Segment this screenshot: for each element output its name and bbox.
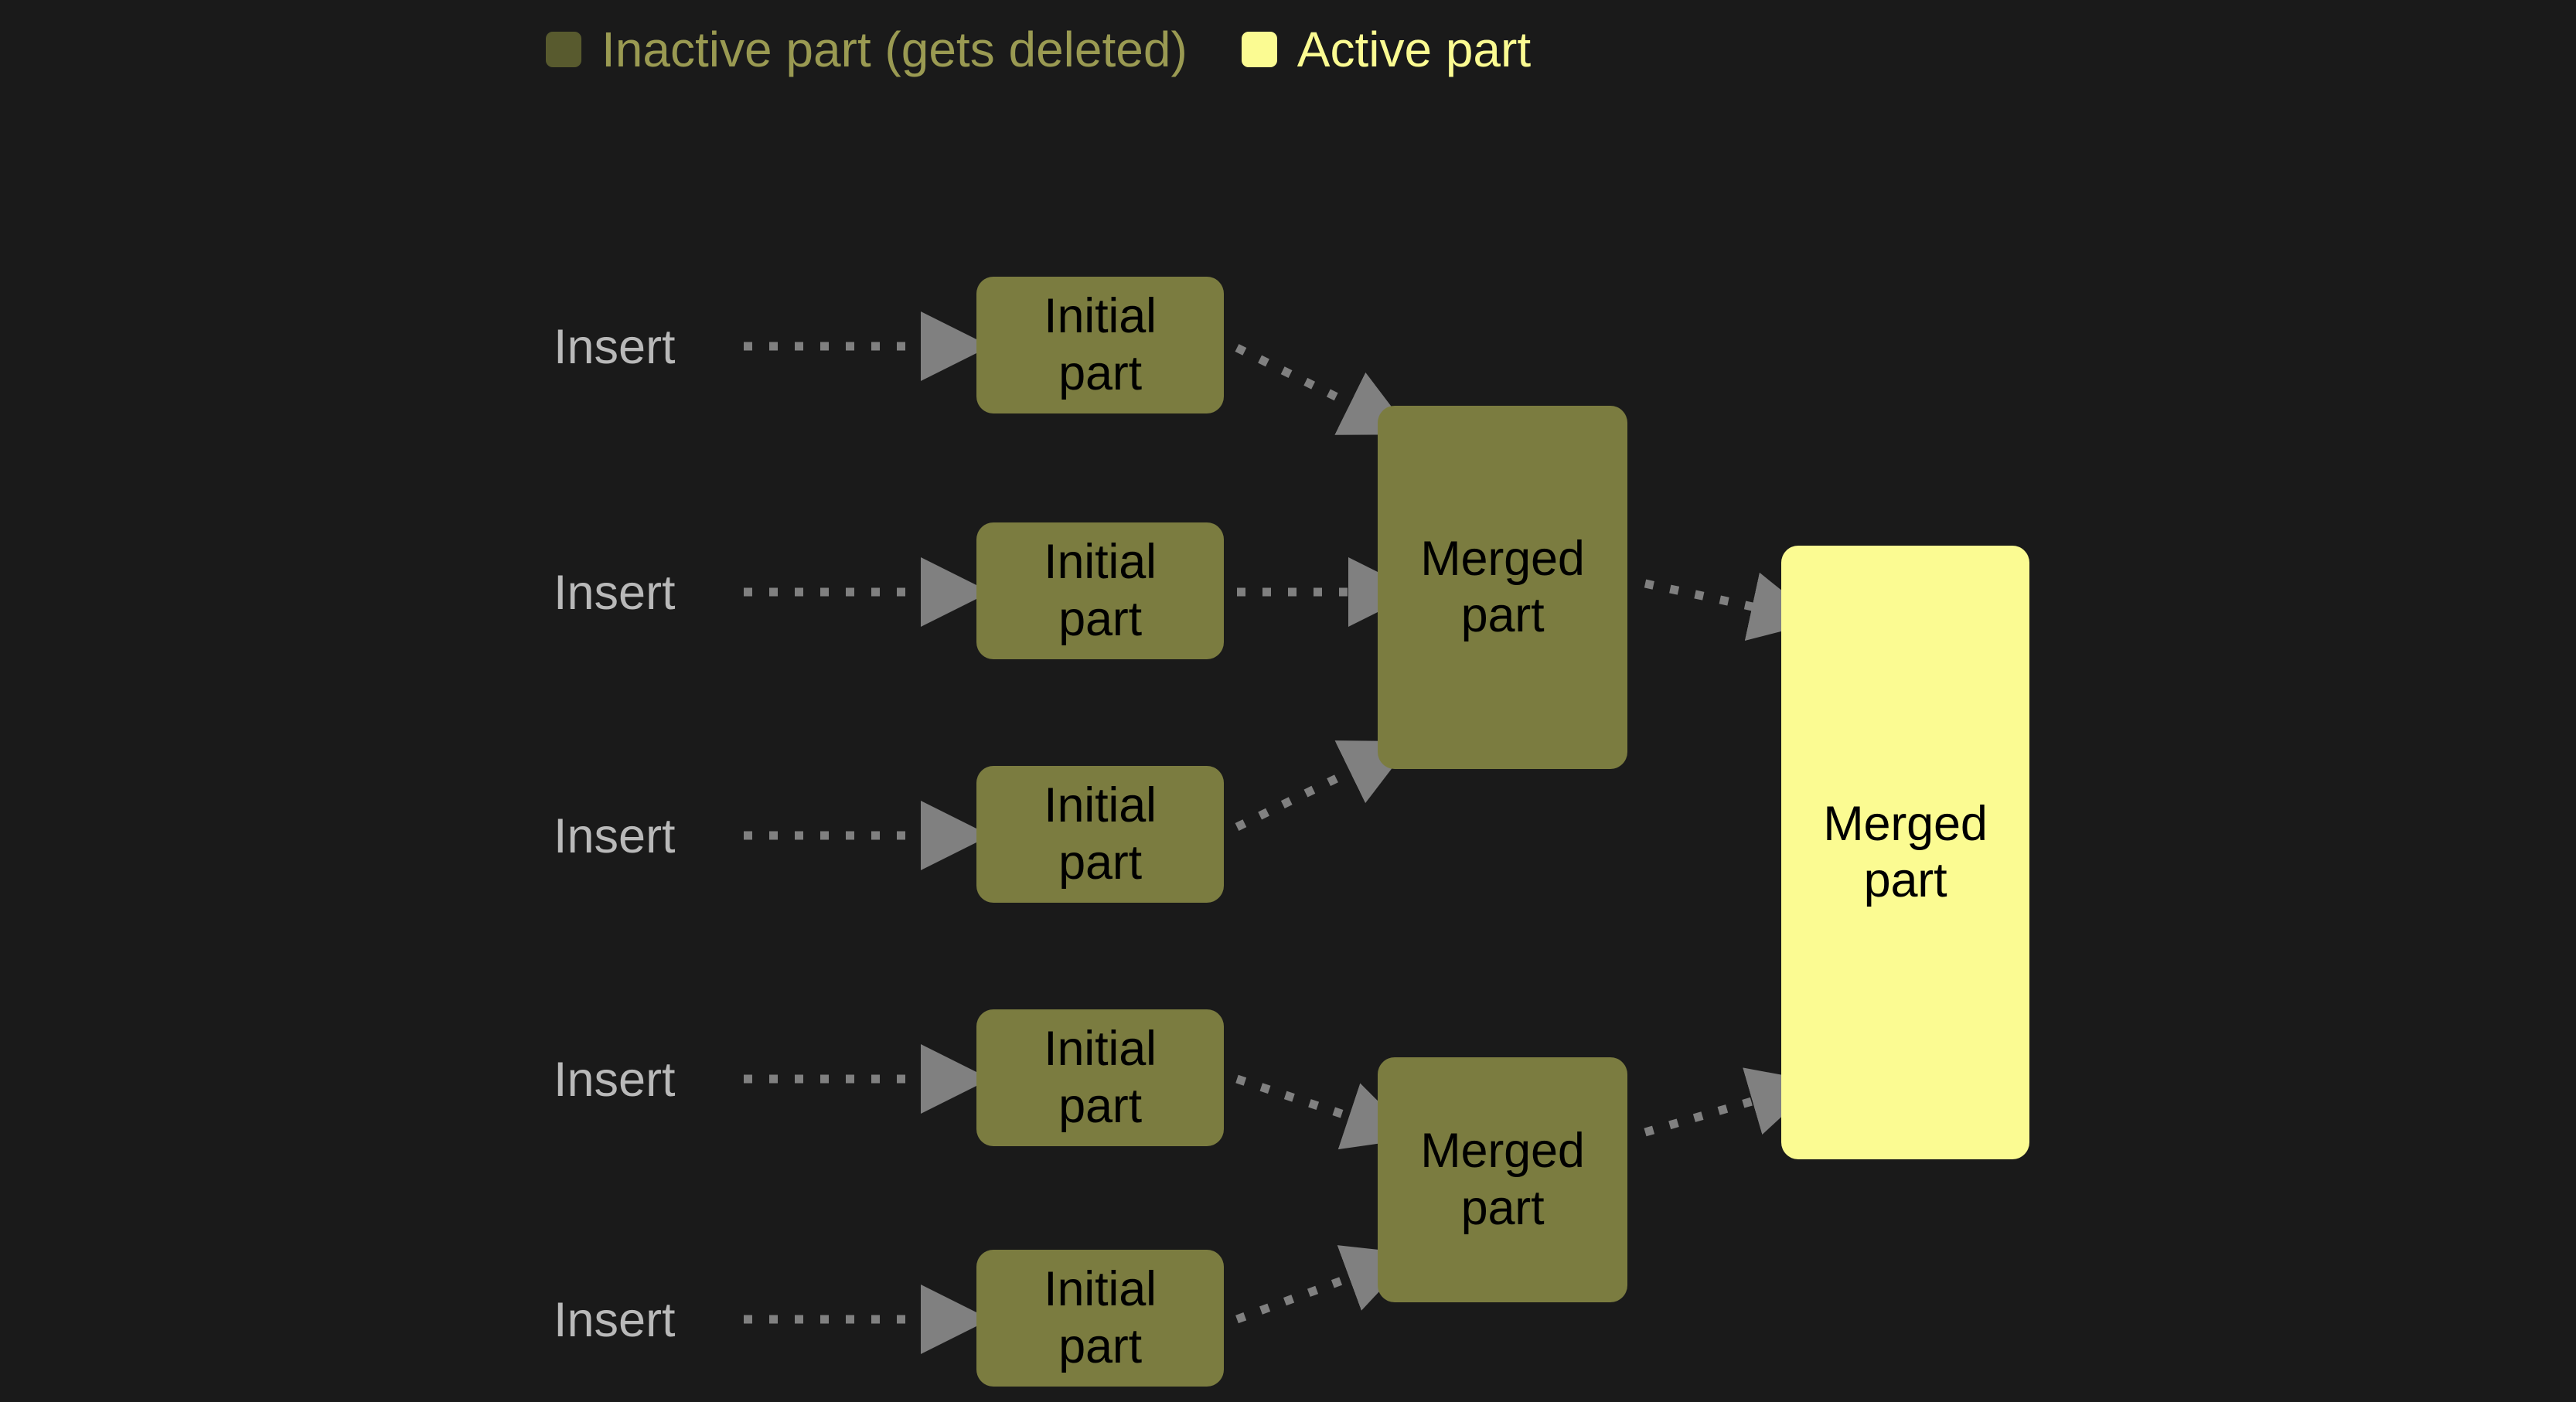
arrow-initial3-to-merged-a: [1235, 740, 1413, 831]
node-initial-part-2-label: Initial part: [1044, 535, 1157, 646]
arrow-merged-a-to-final: [1644, 572, 1821, 641]
node-initial-part-4[interactable]: Initial part: [976, 1009, 1224, 1146]
legend-swatch-inactive-icon: [546, 32, 581, 67]
node-merged-part-1[interactable]: Merged part: [1378, 406, 1627, 769]
node-initial-part-3[interactable]: Initial part: [976, 766, 1224, 903]
source-label-insert-2: Insert: [554, 566, 676, 620]
node-initial-part-2[interactable]: Initial part: [976, 522, 1224, 659]
node-merged-part-final-label: Merged part: [1823, 796, 1988, 907]
source-label-insert-1: Insert: [554, 320, 676, 374]
node-merged-part-1-label: Merged part: [1420, 531, 1585, 642]
source-label-insert-5: Insert: [554, 1293, 676, 1347]
legend-item-active: Active part: [1241, 22, 1532, 77]
node-initial-part-5-label: Initial part: [1044, 1262, 1157, 1373]
legend-label-inactive: Inactive part (gets deleted): [601, 22, 1187, 77]
arrow-initial5-to-merged-b: [1235, 1245, 1415, 1324]
legend-item-inactive: Inactive part (gets deleted): [546, 25, 1187, 74]
node-merged-part-2[interactable]: Merged part: [1378, 1057, 1627, 1302]
node-initial-part-4-label: Initial part: [1044, 1022, 1157, 1133]
legend-swatch-active-icon: [1241, 32, 1277, 67]
legend: Inactive part (gets deleted) Active part: [546, 25, 1531, 74]
source-label-insert-4: Insert: [554, 1053, 676, 1107]
source-label-insert-3: Insert: [554, 809, 676, 863]
legend-label-active: Active part: [1297, 22, 1532, 77]
node-initial-part-1-label: Initial part: [1044, 289, 1157, 400]
arrow-merged-b-to-final: [1644, 1067, 1820, 1137]
arrow-initial1-to-merged-a: [1235, 344, 1413, 435]
node-initial-part-3-label: Initial part: [1044, 778, 1157, 890]
node-merged-part-2-label: Merged part: [1420, 1124, 1585, 1235]
arrow-initial4-to-merged-b: [1235, 1074, 1416, 1150]
node-initial-part-1[interactable]: Initial part: [976, 277, 1224, 413]
node-initial-part-5[interactable]: Initial part: [976, 1250, 1224, 1387]
node-merged-part-final-active[interactable]: Merged part: [1781, 546, 2029, 1159]
